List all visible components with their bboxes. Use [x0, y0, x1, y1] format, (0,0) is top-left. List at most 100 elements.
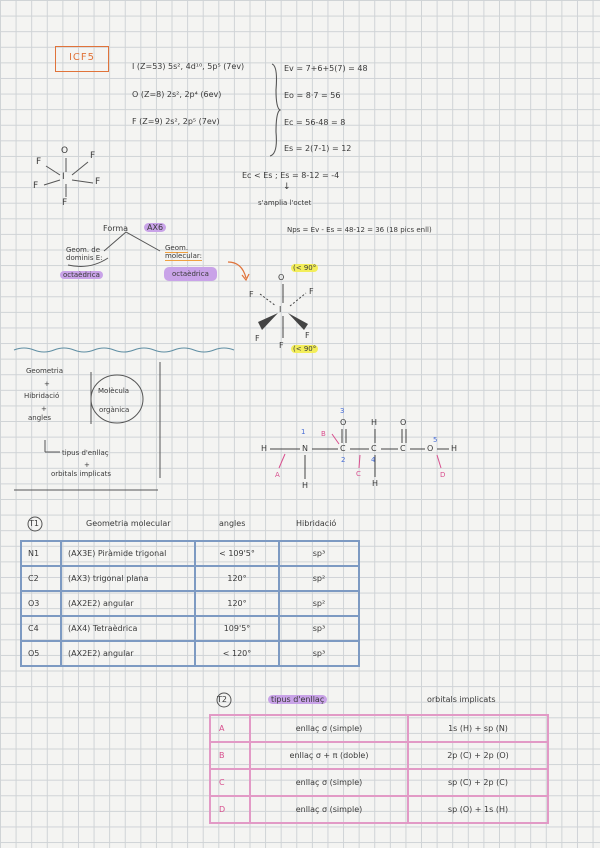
table1-header-hib: Hibridació [296, 519, 337, 528]
gly-num-4: 4 [371, 456, 376, 464]
mol-bonds [259, 284, 307, 338]
lewis-fluorine-1: F [36, 157, 42, 167]
table1-cell: < 120° [194, 640, 280, 667]
orange-arrow-head [241, 273, 250, 282]
geom-left: Geom. de dominis E: [66, 246, 103, 262]
gly-c1: C [340, 444, 346, 453]
calc-arrow: ↓ [283, 182, 291, 192]
calc-eo: Eo = 8·7 = 56 [284, 91, 341, 100]
gly-h-right: H [451, 444, 458, 453]
lewis-iodine: I [62, 172, 65, 182]
calc-amplia: s'amplia l'octet [258, 199, 312, 207]
gly-bonds [270, 429, 449, 479]
oct-left: octaèdrica [60, 271, 103, 279]
calc-ec: Ec = 56-48 = 8 [284, 118, 346, 127]
calc-es: Es = 2(7-1) = 12 [284, 144, 352, 153]
table1-cell: O5 [20, 640, 62, 667]
gly-c3: C [400, 444, 406, 453]
table1-cell: O3 [20, 590, 62, 617]
mol-wedge-left [258, 313, 278, 330]
table1-cell: (AX2E2) angular [60, 590, 196, 617]
concept-plus-2: + [41, 405, 47, 413]
table1-cell: 120° [194, 565, 280, 592]
concept-geometria: Geometria [26, 367, 63, 375]
table2-header-orbitals: orbitals implicats [427, 695, 496, 704]
lewis-fluorine-4: F [95, 177, 101, 187]
concept-center-1: Molècula [98, 387, 130, 395]
table1-cell: (AX2E2) angular [60, 640, 196, 667]
forma-branches [103, 231, 161, 252]
gly-num-3: 3 [340, 407, 345, 415]
gly-o1: O [340, 418, 347, 427]
concept-tipus: tipus d'enllaç [62, 449, 109, 457]
gly-c2: C [371, 444, 377, 453]
table1-cell: N1 [20, 540, 62, 567]
config-iodine: I (Z=53) 5s², 4d¹⁰, 5p⁵ (7ev) [132, 62, 245, 71]
mol-fluorine-1: F [249, 290, 254, 299]
gly-letter-a: A [275, 471, 280, 479]
mol-fluorine-2: F [309, 287, 314, 296]
mol-fluorine-4: F [305, 331, 310, 340]
gly-letter-d: D [440, 471, 446, 479]
mol-iodine: I [279, 305, 282, 314]
table1-mark: T1 [29, 519, 39, 528]
table1-row: N1(AX3E) Piràmide trigonal< 109'5°sp³ [20, 540, 360, 567]
table2-cell: A [209, 714, 251, 743]
gly-h-left: H [261, 444, 268, 453]
table2-cell: sp (C) + 2p (C) [407, 768, 549, 797]
table1-cell: sp³ [278, 540, 360, 567]
table1-header-geom: Geometria molecular [86, 519, 171, 528]
gly-h-bottom-2: H [372, 479, 379, 488]
table1-mark-circle [27, 516, 43, 532]
mol-fluorine-3: F [255, 334, 260, 343]
config-oxygen: O (Z=8) 2s², 2p⁴ (6ev) [132, 90, 222, 99]
gly-h-bottom-1: H [302, 481, 309, 490]
table1-cell: sp² [278, 565, 360, 592]
concept-plus-3: + [84, 461, 90, 469]
table1-cell: sp² [278, 590, 360, 617]
lewis-fluorine-5: F [62, 198, 68, 208]
calc-ev: Ev = 7+6+5(7) = 48 [284, 64, 368, 73]
gly-letter-b: B [321, 430, 326, 438]
gly-letter-c: C [356, 470, 361, 478]
mol-wedge-right [288, 313, 308, 330]
table1-cell: C2 [20, 565, 62, 592]
table2-header-tipus: tipus d'enllaç [268, 695, 328, 704]
title-box: ICF5 [55, 46, 109, 72]
table1-cell: < 109'5° [194, 540, 280, 567]
geom-right: Geom. molecular: [165, 244, 202, 261]
mol-angle-2: (< 90° [291, 345, 319, 353]
wavy-divider [13, 347, 235, 353]
table2-cell: sp (O) + 1s (H) [407, 795, 549, 824]
table1-cell: (AX3) trigonal plana [60, 565, 196, 592]
forma-ax: AX6 [144, 223, 167, 232]
table1-cell: 109'5° [194, 615, 280, 642]
gly-num-1: 1 [301, 428, 306, 436]
table1-cell: 120° [194, 590, 280, 617]
config-brace [269, 63, 282, 157]
config-fluorine: F (Z=9) 2s², 2p⁵ (7ev) [132, 117, 220, 126]
table2-cell: C [209, 768, 251, 797]
concept-plus-1: + [44, 380, 50, 388]
table2-cell: enllaç σ (simple) [249, 768, 409, 797]
concept-hibridacio: Hibridació [24, 392, 60, 400]
forma-curve [67, 257, 109, 267]
gly-o2: O [400, 418, 407, 427]
table2-mark-circle [216, 692, 232, 708]
table2-cell: 2p (C) + 2p (O) [407, 741, 549, 770]
lewis-fluorine-2: F [90, 151, 96, 161]
calc-compare: Ec < Es ; Es = 8-12 = -4 [242, 171, 340, 180]
table2-cell: enllaç σ + π (doble) [249, 741, 409, 770]
table2-cell: enllaç σ (simple) [249, 795, 409, 824]
lewis-fluorine-3: F [33, 181, 39, 191]
gly-pink-arrows [278, 433, 442, 469]
table2-mark: T2 [217, 695, 227, 704]
calc-nps: Nps = Ev - Es = 48-12 = 36 (18 pics enll… [287, 226, 432, 234]
concept-orbitals: orbitals implicats [51, 470, 112, 478]
